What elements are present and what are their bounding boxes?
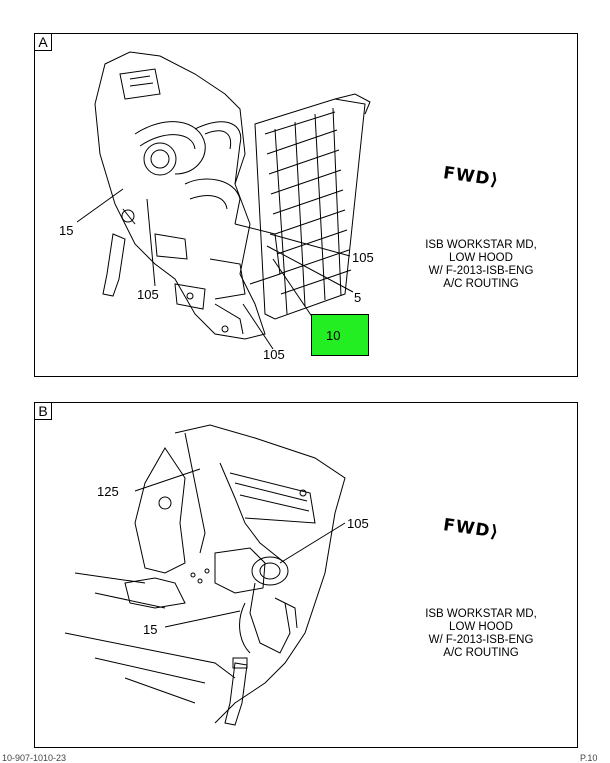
callout-15: 15	[59, 223, 74, 238]
diagram-caption: ISB WORKSTAR MD, LOW HOOD W/ F-2013-ISB-…	[425, 239, 537, 290]
callout-105-right: 105	[352, 250, 374, 265]
callout-5: 5	[354, 290, 362, 305]
callout-105-bottom: 105	[263, 347, 285, 362]
footer-page-number: P.10	[580, 753, 598, 763]
highlighted-callout-box[interactable]: 10	[311, 314, 369, 356]
callout-105: 105	[347, 516, 369, 531]
callout-10: 10	[326, 328, 341, 343]
callout-125: 125	[97, 484, 119, 499]
panel-label: A	[34, 33, 52, 51]
diagram-caption: ISB WORKSTAR MD, LOW HOOD W/ F-2013-ISB-…	[425, 608, 537, 659]
panel-label: B	[34, 402, 52, 420]
footer-document-number: 10-907-1010-23	[2, 753, 67, 763]
callout-15: 15	[143, 622, 158, 637]
engine-illustration-b	[64, 424, 346, 726]
callout-105-left: 105	[137, 287, 159, 302]
diagram-panel-a: A	[34, 33, 578, 377]
engine-illustration-a	[76, 51, 371, 350]
diagram-panel-b: B	[34, 402, 578, 748]
